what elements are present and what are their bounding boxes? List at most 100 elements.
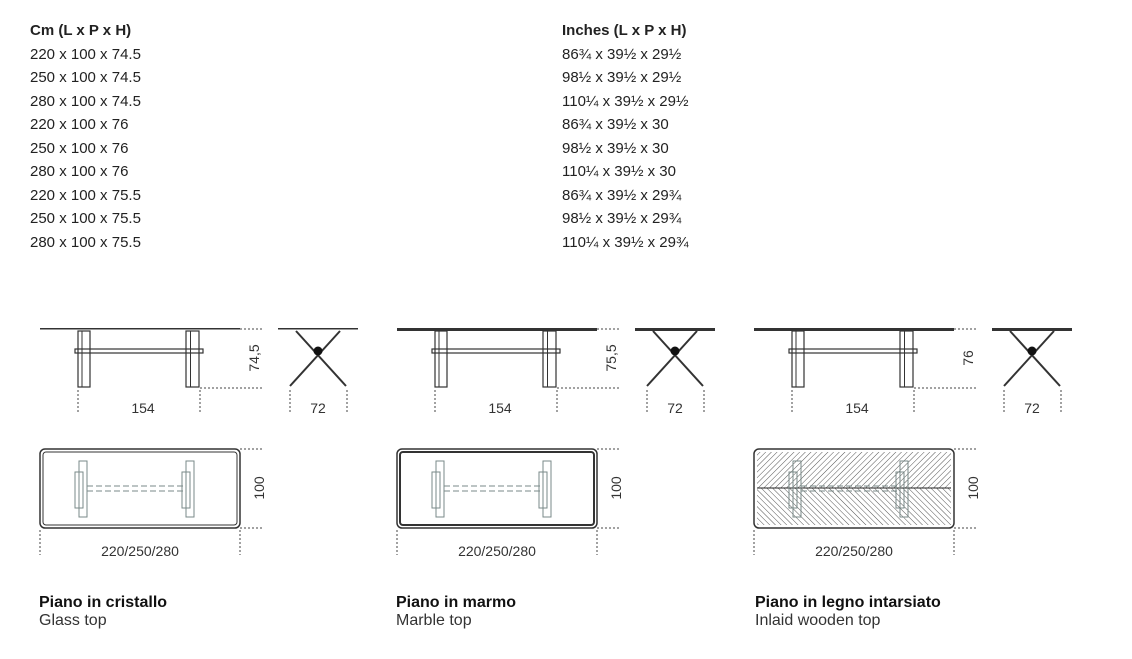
cross-leg — [646, 330, 698, 387]
cross-leg — [295, 330, 347, 387]
depth-label: 100 — [608, 476, 624, 500]
leg-span-label: 154 — [488, 400, 512, 416]
dimension-row: 110¼ x 39½ x 29½ — [562, 92, 689, 110]
leg-plan — [74, 471, 84, 509]
dimension-row: 280 x 100 x 75.5 — [30, 233, 141, 251]
end-width-label: 72 — [1024, 400, 1040, 416]
caption-title: Piano in cristallo — [39, 594, 168, 611]
table-top-plan — [39, 448, 241, 529]
caption-title: Piano in marmo — [396, 594, 517, 611]
length-label: 220/250/280 — [458, 543, 536, 559]
stretcher — [788, 348, 918, 354]
inner-edge — [399, 451, 595, 526]
height-label: 74,5 — [246, 344, 262, 371]
plan-view: 100 220/250/280 — [753, 448, 981, 559]
table-top-plan — [753, 448, 955, 529]
leg-plan — [431, 471, 441, 509]
depth-label: 100 — [251, 476, 267, 500]
end-view: 72 — [635, 328, 715, 416]
dimension-row: 86¾ x 39½ x 29½ — [562, 45, 682, 63]
leg-span-label: 154 — [845, 400, 869, 416]
leg-span-label: 154 — [131, 400, 155, 416]
leg — [791, 330, 805, 388]
height-label: 75,5 — [603, 344, 619, 371]
plan-view: 100 220/250/280 — [39, 448, 267, 559]
drawing-marble: 75,5 154 72 100 220/250/280 — [396, 328, 715, 559]
cross-leg — [289, 330, 341, 387]
caption-glass: Piano in cristallo Glass top — [39, 593, 167, 630]
dimension-row: 98½ x 39½ x 30 — [562, 139, 669, 157]
caption-wood: Piano in legno intarsiato Inlaid wooden … — [755, 593, 941, 630]
caption-subtitle: Glass top — [39, 612, 107, 629]
inches-dimensions-list: Inches (L x P x H) 86¾ x 39½ x 29½ 98½ x … — [562, 19, 688, 254]
dimension-row: 250 x 100 x 76 — [30, 139, 129, 157]
cross-leg — [1009, 330, 1061, 387]
end-view: 72 — [278, 328, 358, 416]
inches-header: Inches (L x P x H) — [562, 22, 687, 39]
cross-leg — [652, 330, 704, 387]
end-view: 72 — [992, 328, 1072, 416]
length-label: 220/250/280 — [815, 543, 893, 559]
dimension-row: 110¼ x 39½ x 30 — [562, 163, 676, 180]
cross-leg — [1003, 330, 1055, 387]
end-width-label: 72 — [667, 400, 683, 416]
leg — [77, 330, 91, 388]
side-view: 75,5 154 — [397, 328, 619, 416]
table-top-side — [397, 328, 597, 331]
dimension-row: 110¼ x 39½ x 29¾ — [562, 233, 689, 251]
end-width-label: 72 — [310, 400, 326, 416]
dimension-row: 98½ x 39½ x 29½ — [562, 69, 682, 86]
height-label: 76 — [960, 350, 976, 366]
dimension-row: 86¾ x 39½ x 30 — [562, 116, 669, 133]
dimension-row: 250 x 100 x 75.5 — [30, 210, 141, 227]
leg-plan — [788, 471, 798, 509]
table-top-end — [278, 328, 358, 330]
dimension-row: 220 x 100 x 74.5 — [30, 45, 141, 63]
dimension-row: 86¾ x 39½ x 29¾ — [562, 186, 682, 204]
table-top-plan — [396, 448, 598, 529]
leg-plan — [181, 471, 191, 509]
stretcher — [431, 348, 561, 354]
table-top-end — [635, 328, 715, 331]
table-top-end — [992, 328, 1072, 331]
inner-edge — [42, 451, 238, 526]
leg-plan — [78, 460, 88, 518]
leg-plan — [435, 460, 445, 518]
dimension-row: 280 x 100 x 76 — [30, 163, 129, 180]
leg-plan — [895, 471, 905, 509]
leg — [899, 330, 914, 388]
dimension-row: 280 x 100 x 74.5 — [30, 92, 141, 110]
side-view: 74,5 154 — [40, 328, 262, 416]
leg-plan — [538, 471, 548, 509]
drawing-wood: 76 154 72 100 220/250/280 — [753, 328, 1072, 559]
side-view: 76 154 — [754, 328, 976, 416]
leg — [434, 330, 448, 388]
wood-inlay-top — [757, 452, 951, 488]
pivot-joint — [670, 346, 680, 356]
drawing-glass: 74,5 154 72 100 220/250/280 — [39, 328, 358, 559]
pivot-joint — [313, 346, 323, 356]
leg-plan — [792, 460, 802, 518]
plan-view: 100 220/250/280 — [396, 448, 624, 559]
leg-plan — [185, 460, 195, 518]
length-label: 220/250/280 — [101, 543, 179, 559]
dimension-row: 250 x 100 x 74.5 — [30, 69, 141, 86]
caption-title: Piano in legno intarsiato — [755, 594, 941, 611]
pivot-joint — [1027, 346, 1037, 356]
cm-dimensions-list: Cm (L x P x H) 220 x 100 x 74.5 250 x 100… — [30, 19, 141, 254]
dimension-row: 220 x 100 x 76 — [30, 116, 129, 133]
cm-header: Cm (L x P x H) — [30, 22, 132, 39]
caption-subtitle: Marble top — [396, 612, 472, 629]
dimension-row: 220 x 100 x 75.5 — [30, 186, 141, 204]
table-top-side — [40, 328, 240, 330]
dimension-row: 98½ x 39½ x 29¾ — [562, 210, 682, 227]
caption-subtitle: Inlaid wooden top — [755, 612, 881, 629]
stretcher — [74, 348, 204, 354]
caption-marble: Piano in marmo Marble top — [396, 593, 516, 630]
wood-inlay-bottom — [757, 488, 951, 525]
leg-plan — [899, 460, 909, 518]
leg — [542, 330, 557, 388]
leg — [185, 330, 200, 388]
depth-label: 100 — [965, 476, 981, 500]
